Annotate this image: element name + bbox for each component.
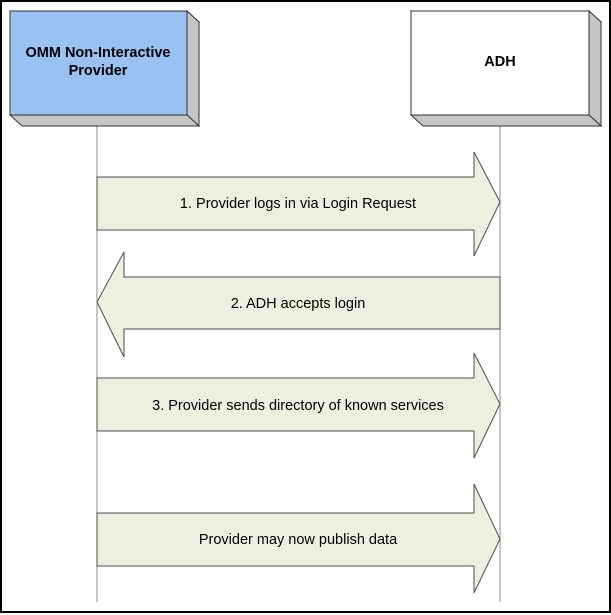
message-1: 1. Provider logs in via Login Request bbox=[96, 151, 501, 257]
message-4-arrow bbox=[96, 483, 501, 594]
participant-provider-front bbox=[9, 10, 188, 116]
message-1-arrow bbox=[96, 151, 501, 257]
participant-adh-bottom bbox=[409, 114, 603, 127]
message-1-label: 1. Provider logs in via Login Request bbox=[180, 196, 416, 212]
participant-provider-bottom bbox=[8, 114, 201, 127]
participant-provider: OMM Non-Interactive Provider bbox=[8, 9, 201, 128]
participant-adh-front bbox=[410, 10, 590, 116]
participant-adh-side bbox=[588, 9, 602, 128]
participant-adh-name: ADH bbox=[484, 54, 515, 70]
message-2-arrow bbox=[96, 251, 501, 358]
participant-adh: ADH bbox=[409, 9, 603, 128]
message-3-label: 3. Provider sends directory of known ser… bbox=[152, 398, 444, 414]
message-2-label: 2. ADH accepts login bbox=[231, 296, 366, 312]
message-4-label: Provider may now publish data bbox=[199, 532, 398, 548]
participant-provider-name-line1: OMM Non-Interactive bbox=[25, 45, 170, 61]
participant-provider-side bbox=[186, 9, 200, 128]
message-2: 2. ADH accepts login bbox=[96, 251, 501, 358]
participant-provider-name-line2: Provider bbox=[69, 63, 128, 79]
message-4: Provider may now publish data bbox=[96, 483, 501, 594]
message-3: 3. Provider sends directory of known ser… bbox=[96, 352, 501, 459]
message-3-arrow bbox=[96, 352, 501, 459]
